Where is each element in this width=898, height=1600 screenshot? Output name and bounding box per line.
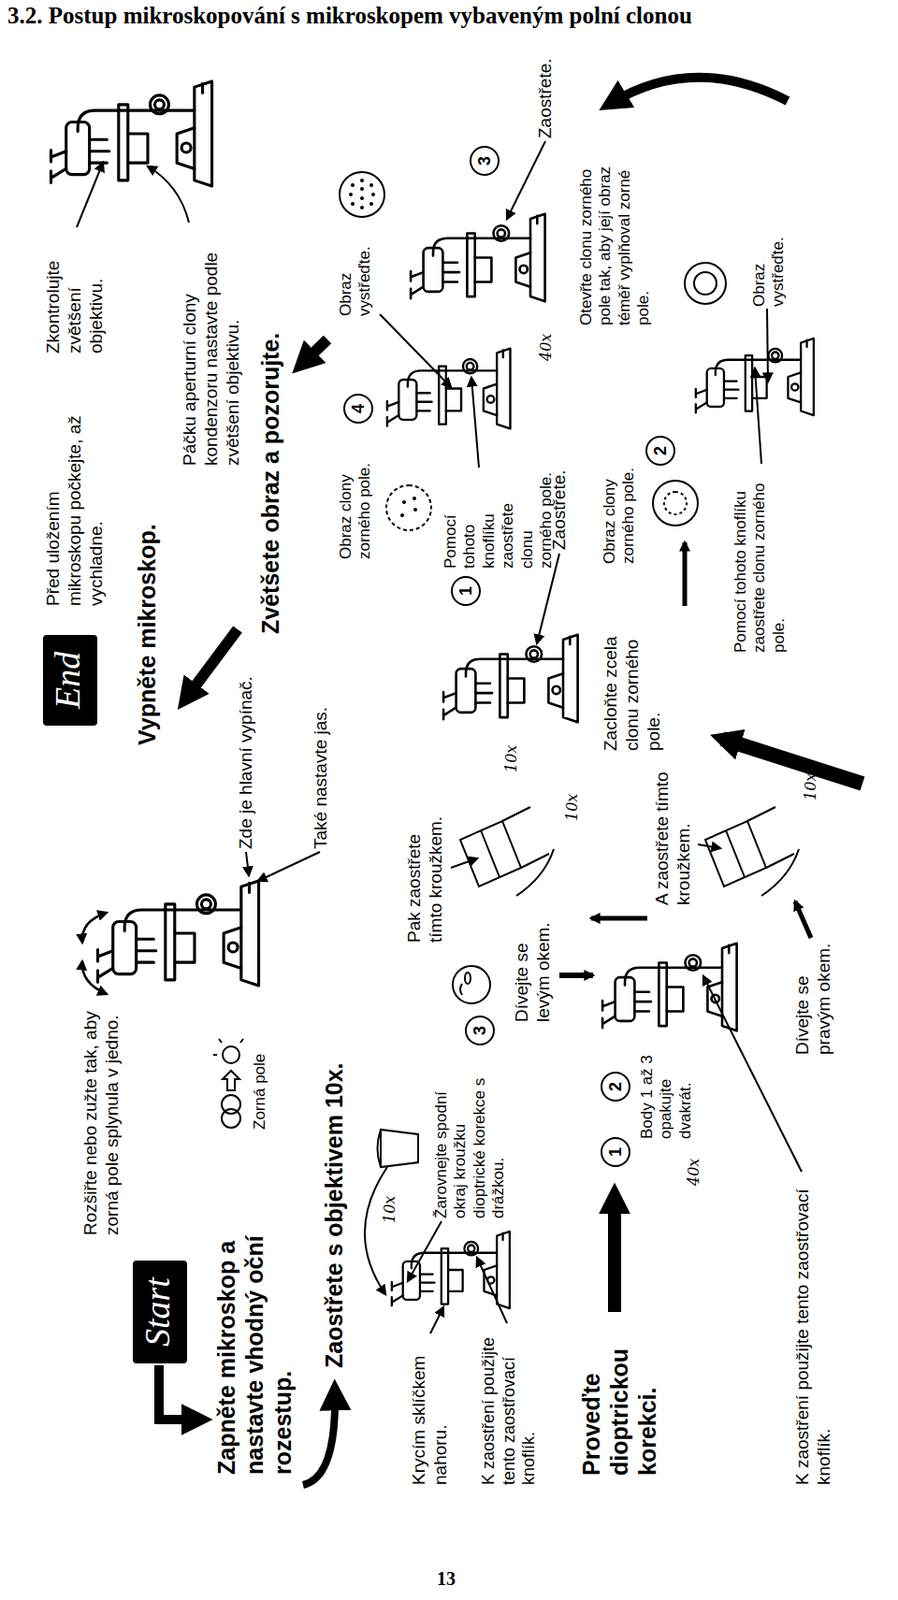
note-label: Krycím sklíčkem nahoru. — [408, 1335, 452, 1486]
note-label: Obraz clony zorného pole. — [600, 442, 639, 565]
magnification-label: 10x — [380, 1196, 399, 1224]
leader-line — [258, 852, 320, 882]
magnification-label: 40x — [536, 333, 555, 362]
terminal-box: Start — [132, 1260, 188, 1364]
page-number: 13 — [436, 1567, 456, 1591]
page-title: 3.2. Postup mikroskopování s mikroskopem… — [7, 1, 693, 30]
callout-number: 4 — [343, 393, 374, 424]
eyepiece-hand — [460, 807, 554, 897]
note-label: Dívejte se pravým okem. — [792, 942, 836, 1056]
leader-line — [76, 162, 103, 228]
step-heading: Vypněte mikroskop. — [132, 523, 161, 746]
note-label: Před uložením mikroskopu počkejte, až vy… — [43, 414, 107, 607]
microscope-drawing — [410, 214, 546, 303]
rotated-sheet: Start EndRozšiřte nebo zužte tak, aby zor… — [39, 44, 891, 1542]
terminal-label: Start — [136, 1277, 180, 1347]
terminal-label: End — [46, 651, 90, 710]
note-label: Dívejte se levým okem. — [511, 910, 555, 1023]
leader-line — [477, 1258, 507, 1324]
field-image — [339, 172, 385, 218]
field-symbol — [213, 1039, 244, 1129]
microscope-drawing — [97, 881, 259, 986]
note-label: Páčku aperturní clony kondenzoru nastavt… — [179, 224, 244, 466]
magnification-label: 10x — [563, 794, 581, 822]
face-sketch — [452, 966, 491, 1004]
note-label: Pomocí tohoto knoflíku zaostřete clonu z… — [441, 470, 556, 569]
field-image — [684, 262, 726, 305]
leader-line — [767, 308, 768, 382]
note-label: Zde je hlavní vypínač. — [235, 676, 258, 850]
flow-arrow — [301, 339, 328, 365]
callout-number: 2 — [600, 1071, 631, 1102]
note-label: Pomocí tohoto knoflíku zaostřete clonu z… — [731, 465, 789, 653]
magnification-label: 10x — [502, 745, 521, 773]
terminal-box: End — [43, 635, 98, 726]
callout-number: 2 — [645, 435, 676, 466]
note-label: Body 1 až 3 opakujte dvakrát. — [637, 1050, 696, 1140]
leader-line — [379, 314, 451, 388]
flow-arrow — [795, 901, 812, 939]
note-label: Obraz vystřeďte. — [336, 231, 376, 317]
magnification-label: 10x — [801, 773, 820, 801]
leader-line — [754, 368, 762, 464]
note-label: Obraz vystřeďte. — [750, 222, 789, 307]
leader-line — [697, 844, 721, 849]
step-heading: Zvětšete obraz a pozorujte. — [256, 333, 285, 635]
callout-number: 3 — [464, 1015, 495, 1046]
note-label: A zaostřete tímto kroužkem. — [651, 765, 696, 906]
eyepiece-hand — [705, 807, 799, 897]
note-label: Otevřte clonu zorného pole tak, aby její… — [577, 157, 654, 326]
note-label: Pak zaostřete tímto kroužkem. — [404, 802, 448, 943]
field-image — [652, 480, 698, 526]
adjust-arrow — [82, 961, 107, 995]
flow-arrow — [591, 916, 648, 922]
leader-line — [407, 1221, 442, 1282]
note-label: Zorná pole — [250, 1054, 270, 1130]
flow-arrow — [159, 1365, 201, 1420]
flow-arrow — [608, 1195, 622, 1313]
flow-arrow — [682, 542, 688, 607]
note-label: K zaostření použijte tento zaostřovací k… — [478, 1326, 540, 1486]
eyepiece-drawing — [377, 1129, 420, 1168]
flow-arrow — [722, 738, 863, 784]
step-heading: Proveďte dioptrickou korekci. — [577, 1260, 662, 1477]
magnification-label: 40x — [684, 1158, 703, 1187]
leader-line — [506, 141, 546, 219]
adjust-arrow — [82, 912, 107, 943]
note-label: Zaostřete. — [535, 57, 557, 139]
microscope-drawing — [50, 81, 212, 187]
leader-line — [430, 1307, 444, 1334]
note-label: Rozšiřte nebo zužte tak, aby zorná pole … — [80, 1011, 124, 1236]
leader-line — [450, 858, 478, 869]
microscope-drawing — [602, 943, 738, 1032]
callout-number: 3 — [469, 145, 500, 176]
note-label: Také nastavte jas. — [310, 707, 333, 850]
step-heading: Zaostřete s objektivem 10x. — [319, 1062, 348, 1369]
leader-line — [703, 976, 802, 1173]
note-label: Zacloňte zcela clonu zorného pole. — [600, 610, 665, 752]
leader-line — [364, 1167, 388, 1295]
field-image — [386, 485, 432, 531]
flow-arrow — [303, 1391, 335, 1486]
flow-arrow — [559, 972, 594, 979]
note-label: Zkontrolujte zvětšení objektivu. — [43, 227, 107, 354]
note-label: Obraz clony zorného pole. — [336, 442, 376, 560]
microscope-drawing — [443, 635, 579, 724]
note-label: Žarovnejte spodní okraj kroužku dioptric… — [432, 1055, 509, 1219]
note-label: K zaostření použijte tento zaostřovací k… — [792, 1176, 836, 1486]
flow-arrow — [185, 629, 238, 700]
callout-number: 1 — [450, 576, 481, 607]
leader-line — [246, 852, 249, 876]
leader-line — [471, 377, 479, 468]
step-heading: Zapněte mikroskop a nastavte vhodný oční… — [212, 1194, 297, 1476]
callout-number: 1 — [600, 1137, 631, 1168]
microscope-drawing — [387, 348, 511, 430]
microscope-drawing — [391, 1231, 510, 1309]
leader-line — [147, 166, 189, 223]
flow-arrow — [609, 77, 788, 104]
